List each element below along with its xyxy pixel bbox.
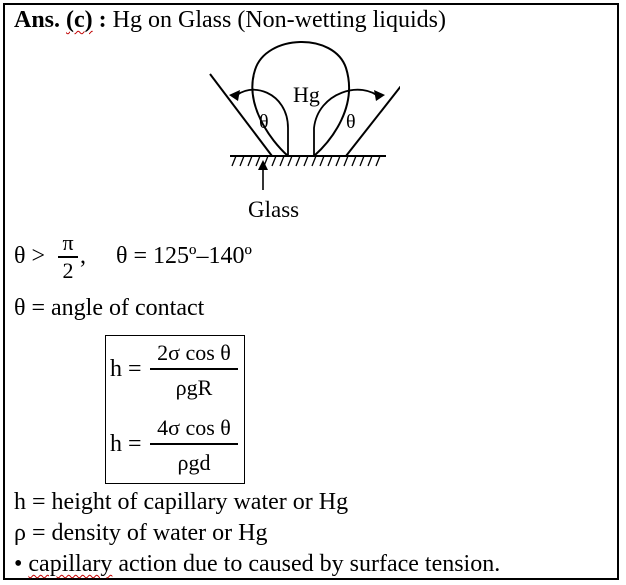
condition-lhs: θ >: [14, 243, 46, 269]
pi-numerator: π: [62, 230, 74, 255]
formula-1-numerator: 2σ cos θ: [157, 340, 231, 365]
answer-heading: Ans. (c) : Hg on Glass (Non-wetting liqu…: [14, 8, 446, 32]
pi-fraction-bar: [58, 256, 78, 258]
formula-1-lhs: h =: [110, 356, 142, 382]
theta-right-label: θ: [346, 111, 356, 133]
capillary-word: capillary: [28, 551, 113, 577]
formula-1-denominator: ρgR: [175, 375, 213, 400]
answer-title: Hg on Glass (Non-wetting liquids): [112, 7, 446, 33]
glass-label: Glass: [248, 197, 300, 222]
formula-2-numerator: 4σ cos θ: [157, 415, 231, 440]
ans-colon: :: [92, 7, 107, 33]
glass-hatching: [231, 155, 381, 167]
right-angle-arc: [313, 88, 381, 156]
height-note: h = height of capillary water or Hg: [14, 489, 349, 515]
formula-box: [105, 335, 245, 484]
glass-pointer-head: [258, 160, 268, 170]
formula-2-lhs: h =: [110, 431, 142, 457]
capillary-bullet: • capillary action due to caused by surf…: [14, 552, 500, 576]
formula-2-bar: [150, 443, 238, 445]
bullet-symbol: •: [14, 551, 23, 577]
answer-frame: [3, 3, 619, 580]
contact-angle-range: θ = 125º–140º: [116, 243, 252, 269]
contact-angle-diagram: Hg θ θ: [209, 41, 400, 190]
left-wall: [209, 73, 273, 157]
bullet-rest: action due to caused by surface tension.: [112, 551, 501, 577]
condition-comma: ,: [80, 243, 86, 269]
left-angle-arc: [233, 88, 289, 156]
right-wall: [345, 85, 400, 157]
right-arrow-head: [374, 90, 385, 101]
theta-definition: θ = angle of contact: [14, 295, 205, 321]
formula-2-denominator: ρgd: [177, 450, 211, 475]
hg-label: Hg: [293, 82, 320, 107]
theta-left-label: θ: [259, 111, 269, 133]
ans-option: (c): [66, 7, 93, 33]
left-arrow-head: [229, 90, 240, 101]
ans-prefix: Ans.: [14, 7, 61, 33]
density-note: ρ = density of water or Hg: [14, 520, 268, 546]
pi-denominator: 2: [62, 258, 74, 283]
formula-1-bar: [150, 368, 238, 370]
mercury-drop: [251, 41, 351, 157]
